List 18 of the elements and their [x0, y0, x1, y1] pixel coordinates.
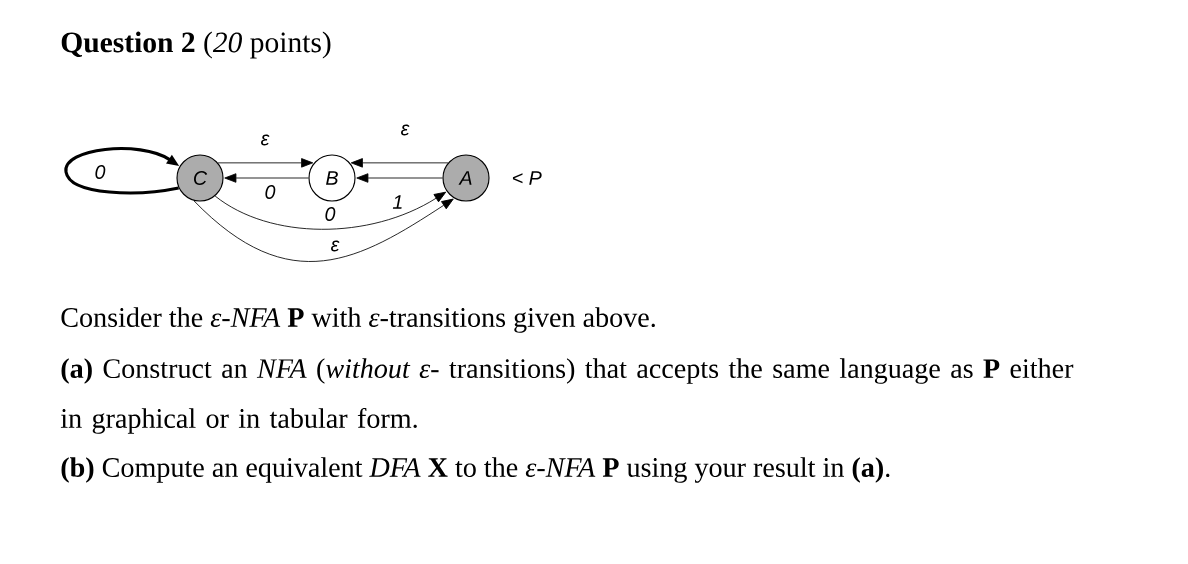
question-text: (a) Construct an NFA (without ε- transitions) that accepts the same language as P either in graphical or in tabular form.	[60, 358, 1074, 434]
edge-label: ε	[261, 134, 270, 146]
arrow	[193, 198, 454, 262]
arrow	[214, 191, 447, 230]
edge-label: 0	[325, 207, 336, 221]
edge-label: ε	[331, 240, 340, 252]
arrow	[356, 173, 443, 183]
arrow	[350, 158, 449, 168]
question-text: Consider the ε-NFA P with ε-transitions given above.	[61, 307, 655, 333]
question-text: (b) Compute an equivalent DFA X to the ε-NFA P using your result in (a).	[61, 457, 890, 483]
edge-label: ε	[401, 124, 410, 136]
arrow	[224, 173, 309, 183]
arrow	[217, 158, 314, 168]
state-annotation: < P	[512, 171, 542, 185]
edge-label: 0	[265, 185, 276, 199]
question-title: Question 2 (20 points)	[61, 31, 331, 59]
edge-label: 0	[95, 165, 106, 179]
transition-label: 1	[392, 195, 402, 209]
